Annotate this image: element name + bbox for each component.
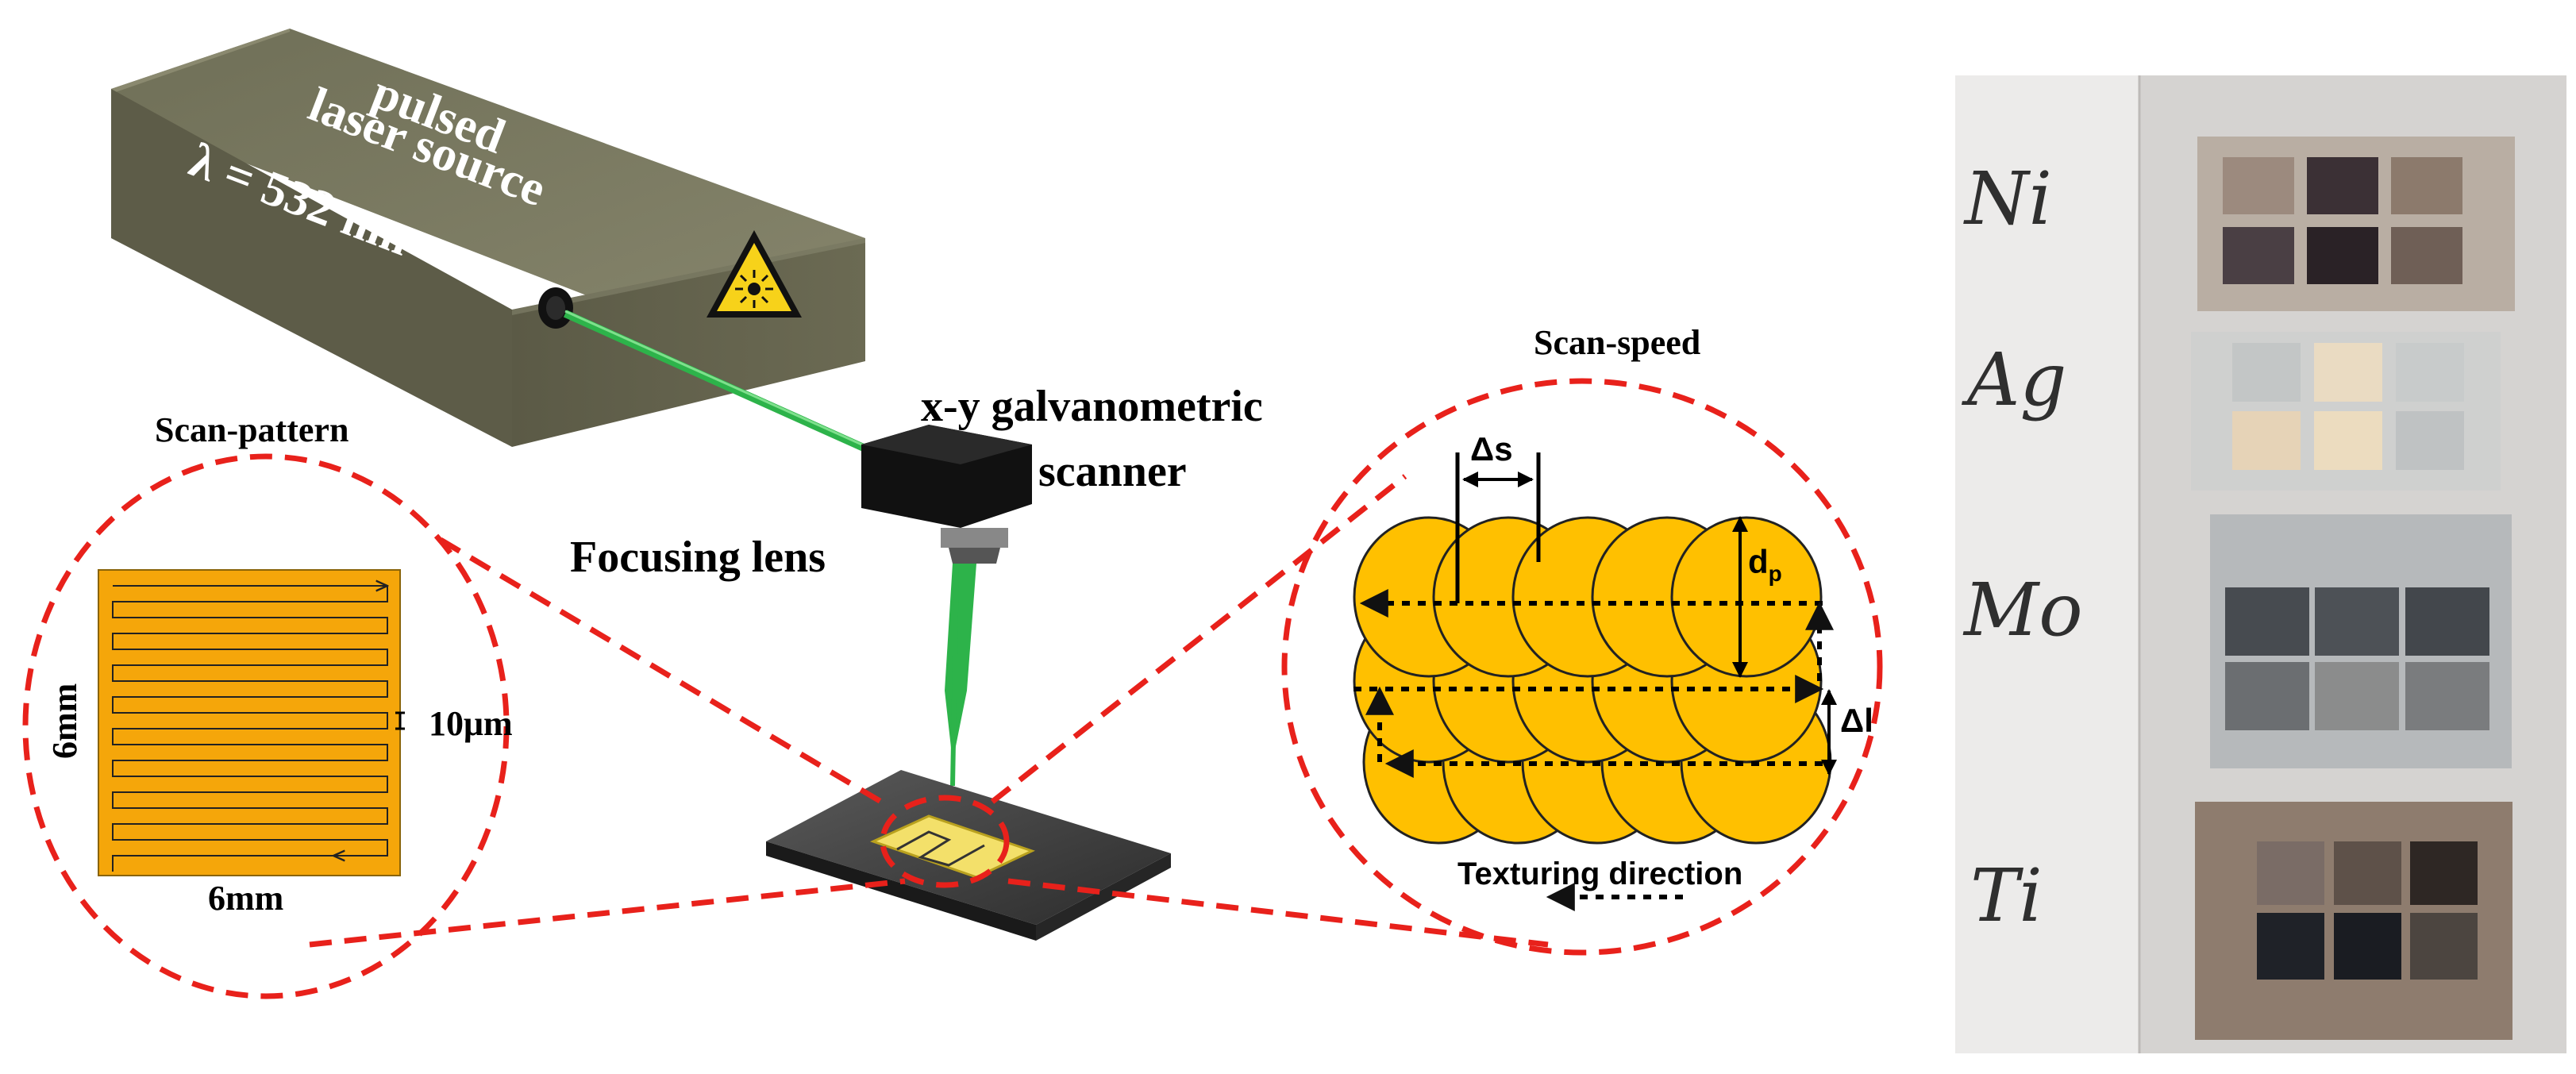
focusing-lens-label: Focusing lens (570, 533, 826, 582)
laser-beam (563, 310, 868, 452)
scan-speed-zoom-circle (1281, 378, 1883, 956)
delta-s-label: Δs (1470, 430, 1513, 468)
scanner-label-line2: scanner (1038, 447, 1187, 496)
laser-hazard-icon (707, 230, 802, 318)
scan-speed-title: Scan-speed (1534, 323, 1700, 362)
scan-pattern-height-label: 6mm (45, 683, 84, 759)
scan-pattern-line-spacing-label: 10μm (429, 704, 513, 743)
sample-ag (2191, 332, 2501, 491)
sample-mo (2210, 514, 2512, 768)
photo-label-mo: Mo (1962, 568, 2083, 652)
scan-pattern-zoom-circle (22, 453, 510, 999)
zoom-connectors (22, 378, 1883, 999)
scan-pattern-title: Scan-pattern (155, 410, 348, 449)
laser-source: Picosecond pulsed laser source λ = 532 n… (111, 24, 865, 447)
sample-ni (2197, 137, 2515, 311)
photo-label-ni: Ni (1963, 156, 2052, 241)
scan-pattern-square (98, 569, 405, 876)
scanner-label-line1: x-y galvanometric (921, 382, 1263, 431)
photo-label-ti: Ti (1970, 853, 2043, 938)
delta-l-label: Δl (1840, 702, 1873, 739)
laser-spot (1670, 516, 1823, 678)
sample-ti (2195, 802, 2512, 1040)
galvanometric-scanner (861, 425, 1032, 564)
focused-beam (945, 564, 976, 787)
scan-pattern-width-label: 6mm (208, 879, 283, 918)
sample-photo: Ni Ag Mo Ti (1955, 75, 2566, 1053)
zoom-spot-ellipse (880, 795, 1010, 888)
spot-diameter-label: dp (1748, 543, 1782, 586)
scan-speed-annotations: Δs dp Δl Texturing direction (1353, 430, 1873, 911)
texturing-direction-label: Texturing direction (1457, 857, 1742, 891)
sample-plate (766, 770, 1171, 941)
laser-spot-grid (1353, 516, 1832, 845)
photo-label-ag: Ag (1961, 337, 2066, 422)
textured-area (869, 814, 1036, 879)
